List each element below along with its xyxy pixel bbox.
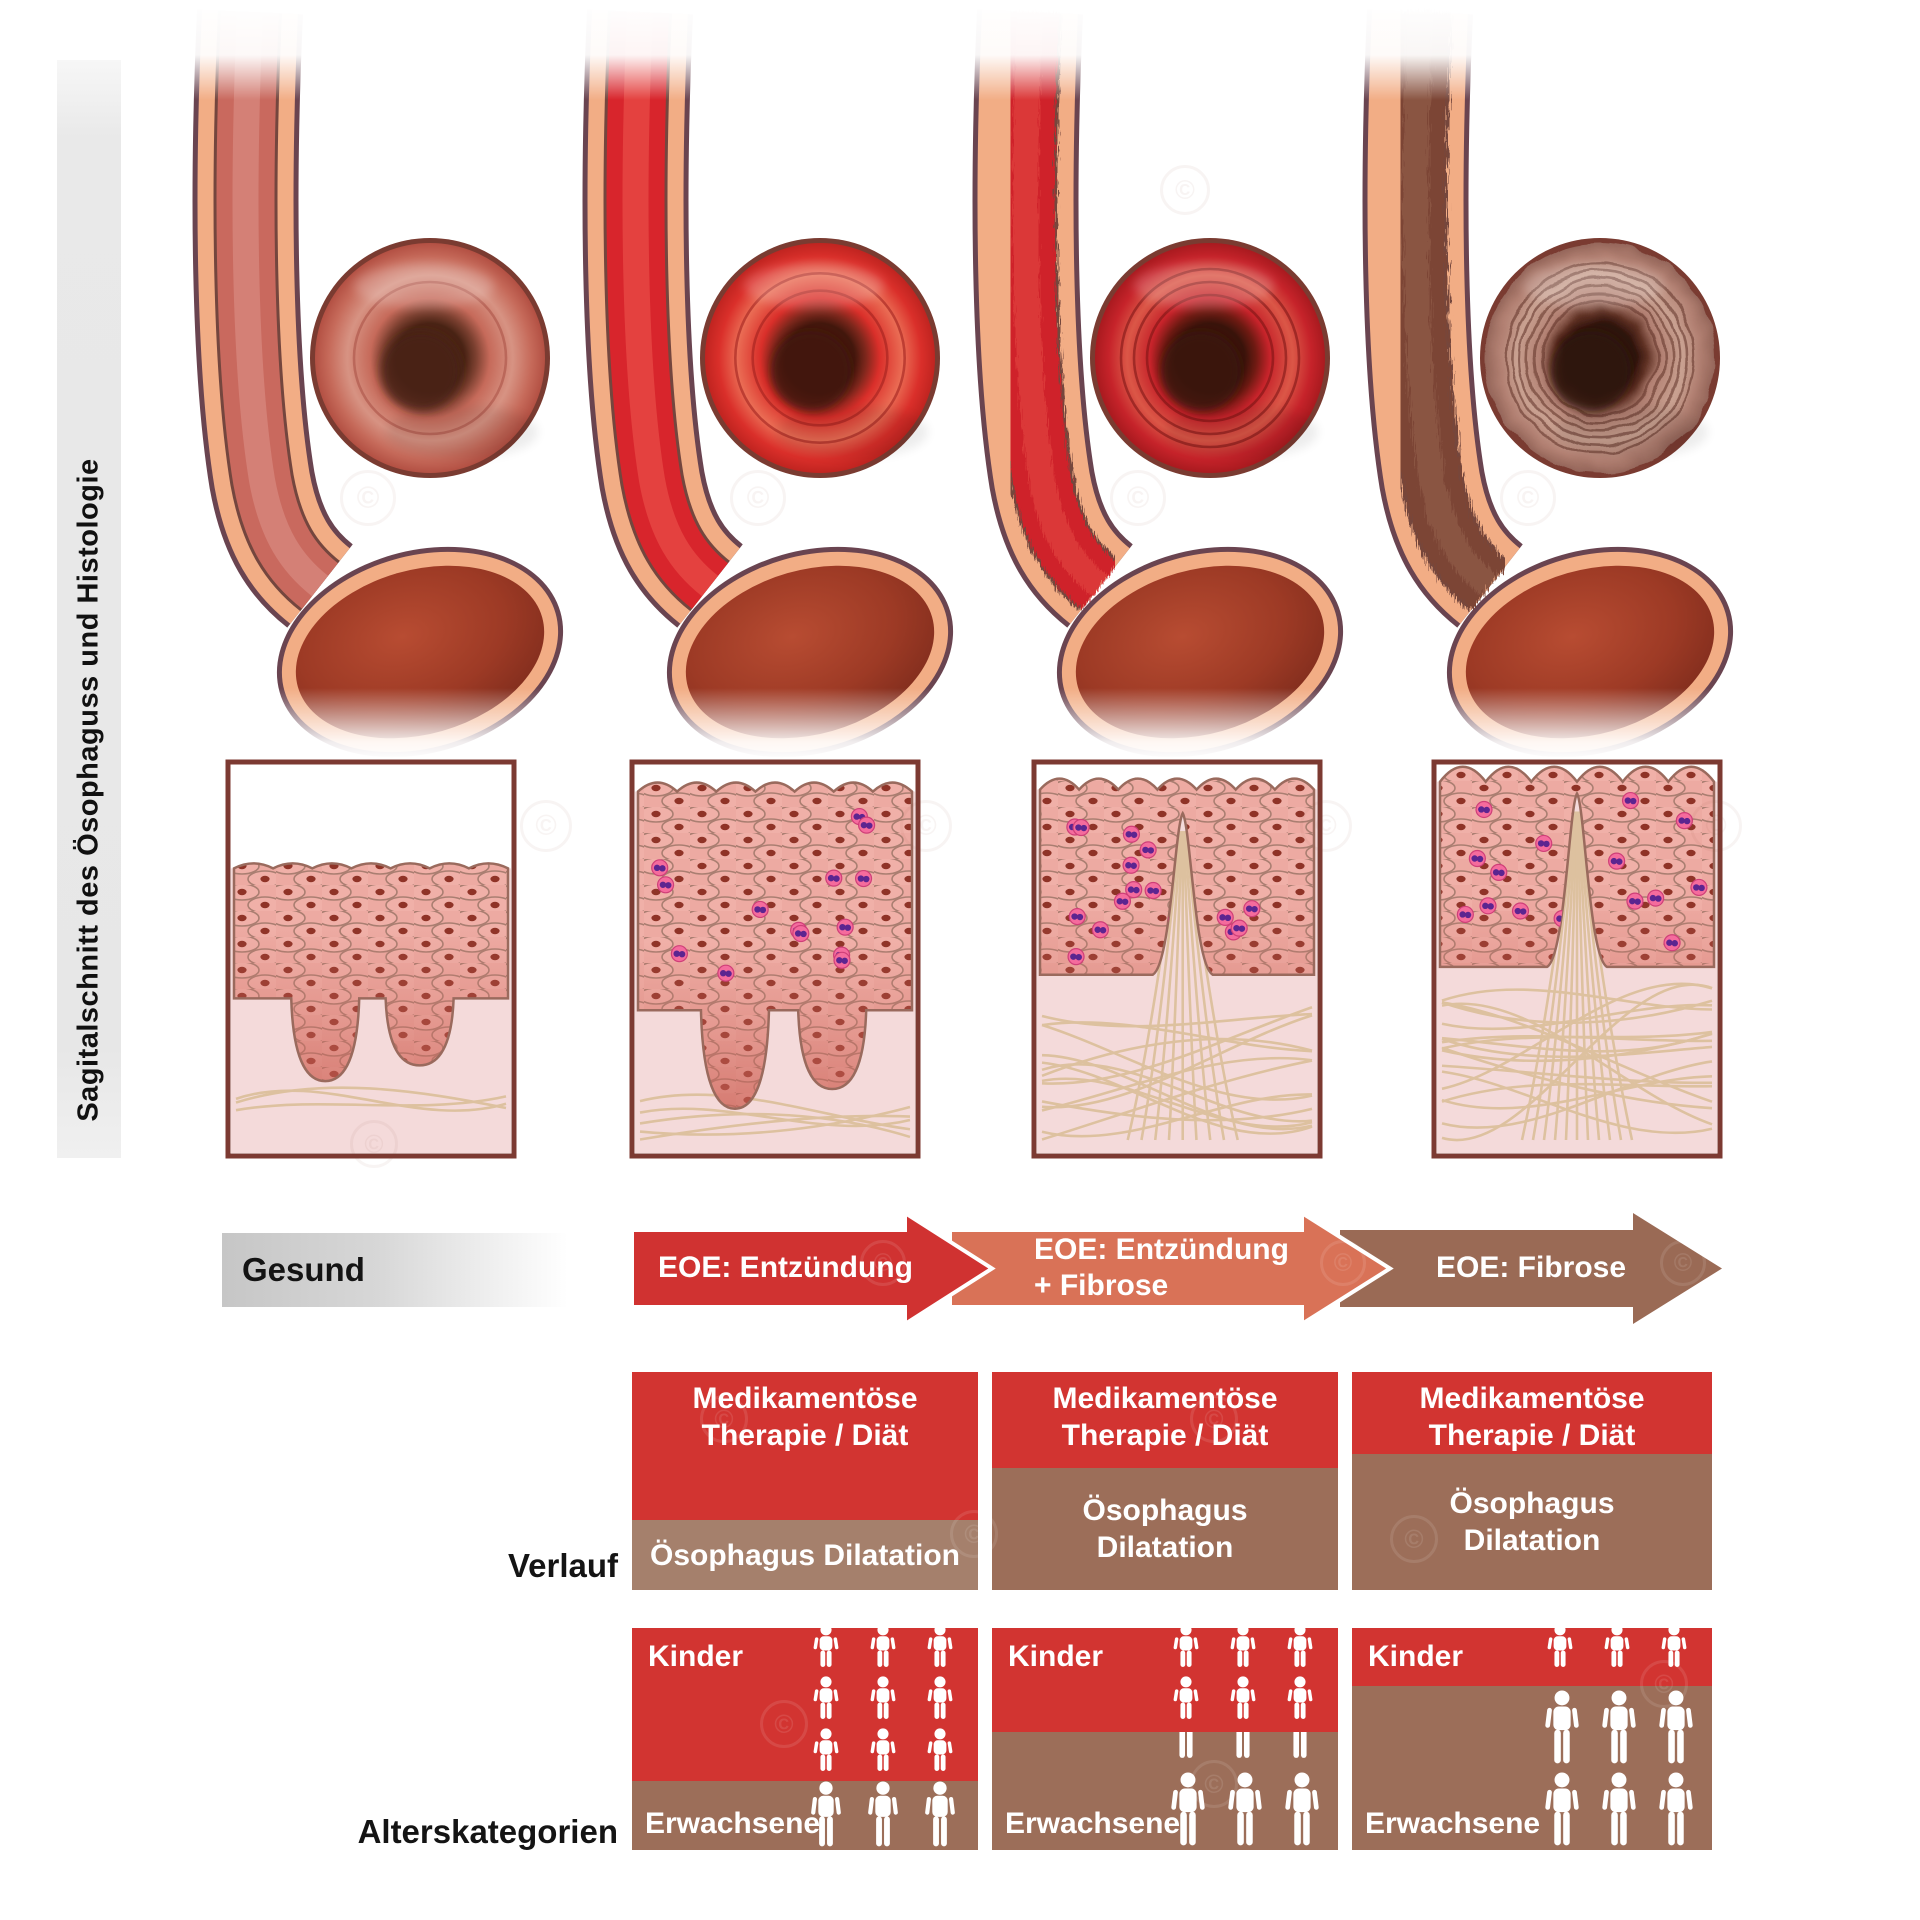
adult-icon [1225, 1770, 1265, 1848]
course-box-entzuendung-fibrose: Medikamentöse Therapie / Diät Ösophagus … [992, 1372, 1338, 1590]
course-box-entzuendung: Medikamentöse Therapie / Diät Ösophagus … [632, 1372, 978, 1590]
histology-panel-3 [1031, 759, 1323, 1159]
healthy-stage-label: Gesund [242, 1251, 365, 1288]
course-box-fibrose: Medikamentöse Therapie / Diät Ösophagus … [1352, 1372, 1712, 1590]
child-icon [1602, 1623, 1632, 1669]
dilatation-label: Ösophagus Dilatation [1082, 1493, 1248, 1564]
therapy-section: Medikamentöse Therapie / Diät [992, 1372, 1338, 1468]
cross-section-entzuendung-fibrose [1090, 238, 1330, 478]
esophagus-illustrations [180, 0, 1785, 760]
stage-arrows [630, 1209, 1722, 1328]
adult-icon [1656, 1688, 1696, 1766]
dilatation-section: Ösophagus Dilatation [1352, 1454, 1712, 1590]
therapy-label: Medikamentöse Therapie / Diät [692, 1382, 918, 1452]
age-box-entzuendung: Kinder Erwachsene [632, 1628, 978, 1850]
child-icon [1228, 1623, 1258, 1669]
adult-icon [1226, 1732, 1260, 1760]
arrow-label-fibrose: EOE: Fibrose [1436, 1251, 1627, 1284]
child-icon [811, 1623, 841, 1669]
child-icon-group [797, 1623, 968, 1773]
esophagus-stage-fibrose [1350, 0, 1785, 760]
children-label: Kinder [1368, 1640, 1464, 1673]
therapy-label: Medikamentöse Therapie / Diät [1419, 1382, 1645, 1452]
children-label: Kinder [648, 1640, 744, 1673]
children-label: Kinder [1008, 1640, 1104, 1673]
child-icon [925, 1727, 955, 1773]
dilatation-label: Ösophagus Dilatation [1449, 1487, 1615, 1557]
adults-section: Erwachsene [632, 1781, 978, 1850]
adult-icon [865, 1780, 901, 1848]
children-section: Kinder [992, 1628, 1338, 1733]
adult-icon [1283, 1732, 1317, 1760]
child-icon [1545, 1623, 1575, 1669]
therapy-section: Medikamentöse Therapie / Diät [632, 1372, 978, 1521]
esophagus-stage-gesund [180, 0, 615, 760]
adult-icon [1656, 1770, 1696, 1848]
esophagus-stage-entzuendung-fibrose [960, 0, 1395, 760]
child-icon [925, 1675, 955, 1721]
dilatation-section: Ösophagus Dilatation [632, 1520, 978, 1590]
therapy-section: Medikamentöse Therapie / Diät [1352, 1372, 1712, 1454]
age-row-label: Alterskategorien [357, 1813, 618, 1850]
age-box-entzuendung-fibrose: Kinder Erwachsene [992, 1628, 1338, 1850]
adults-section: Erwachsene [992, 1732, 1338, 1850]
esophagus-stage-entzuendung [570, 0, 1005, 760]
stage-arrow-2 [948, 1209, 1394, 1328]
adult-icon [1599, 1770, 1639, 1848]
histology-panel-1 [225, 759, 517, 1159]
stage-arrow-3 [1340, 1213, 1722, 1324]
histology-panel-2 [629, 759, 921, 1159]
adults-label: Erwachsene [645, 1807, 821, 1840]
child-icon [1228, 1675, 1258, 1721]
child-icon [868, 1675, 898, 1721]
adults-label: Erwachsene [1365, 1807, 1541, 1840]
adult-icon-group [1159, 1770, 1330, 1848]
adults-section: Erwachsene [1352, 1685, 1712, 1850]
child-icon-group [1157, 1623, 1328, 1721]
child-icon [925, 1623, 955, 1669]
adults-label: Erwachsene [1005, 1807, 1181, 1840]
children-section: Kinder [632, 1628, 978, 1782]
child-icon [1171, 1623, 1201, 1669]
child-icon [868, 1623, 898, 1669]
child-icon [811, 1727, 841, 1773]
side-axis-band: Sagitalschnitt des Ösophaguss und Histol… [57, 60, 121, 1158]
adult-icon-group [797, 1780, 968, 1848]
child-icon [868, 1727, 898, 1773]
child-icon [1285, 1623, 1315, 1669]
stage-arrow-1 [630, 1209, 996, 1328]
child-icon [811, 1675, 841, 1721]
dilatation-label: Ösophagus Dilatation [649, 1538, 961, 1572]
child-icon [1171, 1675, 1201, 1721]
histology-panels [225, 759, 1723, 1159]
dilatation-section: Ösophagus Dilatation [992, 1467, 1338, 1590]
adult-icon-group [1533, 1688, 1704, 1848]
age-box-fibrose: Kinder Erwachsene [1352, 1628, 1712, 1850]
adult-icon [1542, 1688, 1582, 1766]
eosinophil-cells [1066, 818, 1261, 966]
histology-panel-4 [1431, 759, 1723, 1159]
arrow-label-entzuendung: EOE: Entzündung [658, 1251, 913, 1284]
adult-icon [922, 1780, 958, 1848]
cross-section-entzuendung [700, 238, 940, 478]
adult-icon-group [1157, 1732, 1328, 1760]
child-icon [1285, 1675, 1315, 1721]
cross-section-fibrose [1480, 238, 1720, 478]
adult-icon [1542, 1770, 1582, 1848]
cross-section-gesund [310, 238, 550, 478]
children-section: Kinder [1352, 1628, 1712, 1686]
healthy-stage-bar: Gesund [222, 1233, 568, 1307]
course-row-label: Verlauf [507, 1547, 618, 1584]
adult-icon [1282, 1770, 1322, 1848]
child-icon-group [1531, 1623, 1702, 1669]
child-icon [1659, 1623, 1689, 1669]
adult-icon [1169, 1732, 1203, 1760]
eosinophil-cells [651, 807, 876, 982]
therapy-label: Medikamentöse Therapie / Diät [1052, 1382, 1278, 1452]
arrow-label-entzuendung-fibrose: EOE: Entzündung + Fibrose [1034, 1233, 1289, 1302]
adult-icon [1599, 1688, 1639, 1766]
